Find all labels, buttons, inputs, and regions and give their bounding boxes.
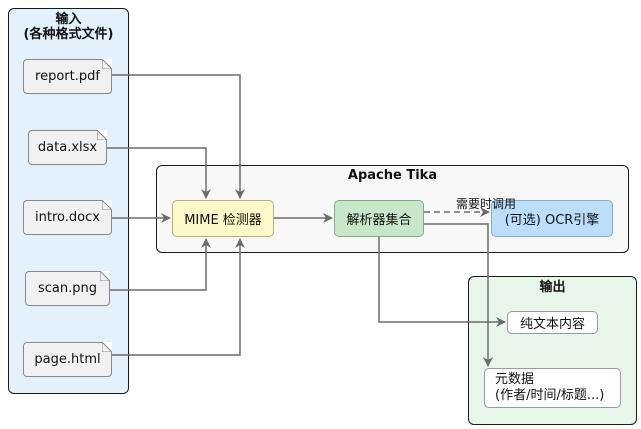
file-page-html[interactable]: page.html [23, 342, 112, 377]
edge-page-to-mime [112, 238, 245, 356]
file-label: page.html [34, 352, 101, 367]
edge-data-to-mime [107, 147, 211, 199]
input-title-line2: (各种格式文件) [23, 27, 114, 42]
plain-text-label: 纯文本内容 [519, 317, 585, 332]
edge-parser-to-plaintext [378, 237, 506, 327]
file-report-pdf[interactable]: report.pdf [23, 59, 112, 94]
file-fold-icon [102, 200, 112, 210]
file-intro-docx[interactable]: intro.docx [23, 200, 112, 235]
file-label: scan.png [37, 281, 97, 296]
edge-report-to-mime [112, 74, 245, 199]
ocr-engine-label: (可选) OCR引擎 [504, 213, 600, 228]
file-scan-png[interactable]: scan.png [25, 271, 110, 306]
tika-group-title: Apache Tika [347, 168, 438, 183]
metadata-label-line1: 元数据 [495, 372, 535, 387]
input-title-line1: 输入 [55, 12, 82, 27]
plain-text-node[interactable]: 纯文本内容 [507, 311, 598, 334]
file-fold-icon [97, 130, 107, 140]
parser-set-label: 解析器集合 [346, 213, 412, 228]
edge-scan-to-mime [110, 238, 211, 291]
file-label: intro.docx [35, 210, 100, 225]
edge-parser-to-metadata [424, 223, 493, 367]
file-data-xlsx[interactable]: data.xlsx [28, 130, 107, 165]
file-fold-icon [100, 271, 110, 281]
ocr-edge-label: 需要时调用 [456, 197, 517, 211]
file-label: data.xlsx [37, 140, 98, 155]
file-label: report.pdf [35, 69, 100, 84]
mime-detector-label: MIME 检测器 [184, 213, 262, 228]
input-group-title: 输入 (各种格式文件) [9, 12, 128, 42]
metadata-node[interactable]: 元数据 (作者/时间/标题...) [484, 368, 621, 408]
file-fold-icon [102, 342, 112, 352]
metadata-label-line2: (作者/时间/标题...) [495, 388, 605, 403]
file-fold-icon [102, 59, 112, 69]
output-group-title: 输出 [539, 280, 566, 295]
parser-set-node[interactable]: 解析器集合 [334, 200, 424, 237]
ocr-engine-node[interactable]: (可选) OCR引擎 [491, 200, 613, 237]
mime-detector-node[interactable]: MIME 检测器 [172, 200, 274, 237]
